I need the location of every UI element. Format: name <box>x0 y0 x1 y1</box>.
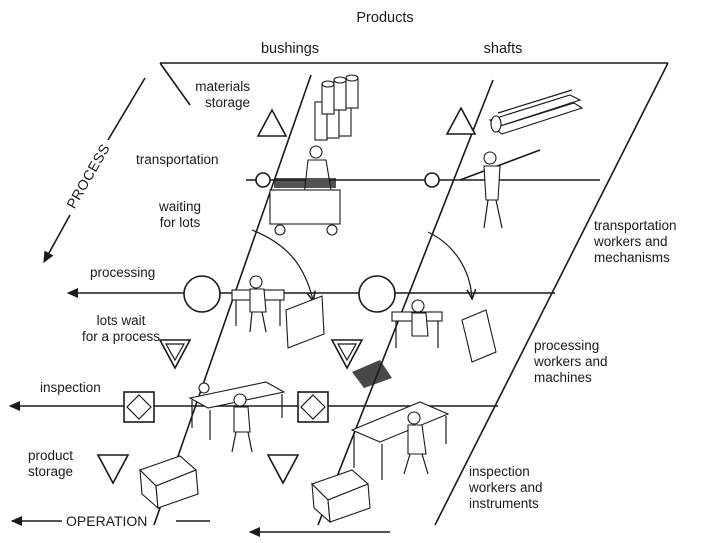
shaft-storage-box-icon <box>310 469 371 524</box>
bushings-symbols <box>96 108 288 485</box>
bushing-inspection-bench-icon <box>188 381 286 453</box>
wait-triangle-icon <box>330 339 364 370</box>
step-lots-wait: lots wait for a process <box>81 313 161 344</box>
plane-frame <box>159 62 669 526</box>
group-processing: processing workers and machines <box>534 338 608 385</box>
materials-stack-icon <box>314 74 359 141</box>
bushing-machine-icon <box>231 275 325 349</box>
wait-triangle-icon <box>158 339 192 370</box>
transport-circle-icon <box>424 172 440 188</box>
shaft-machine-icon <box>352 299 497 388</box>
product-storage-triangle-icon <box>266 454 300 485</box>
shafts-symbols <box>266 106 477 485</box>
carrier-worker-icon <box>459 149 541 229</box>
step-materials-storage: materials storage <box>195 79 250 110</box>
step-inspection: inspection <box>40 380 101 395</box>
waiting-arrows <box>251 229 472 300</box>
transport-circle-icon <box>255 172 271 188</box>
operation-axis-label: OPERATION <box>66 513 148 529</box>
operation-circle-icon <box>183 275 221 313</box>
group-transportation: transportation workers and mechanisms <box>594 218 677 265</box>
storage-triangle-icon <box>256 108 288 137</box>
operation-circle-icon <box>358 275 396 313</box>
shafts-column-label: shafts <box>483 41 523 57</box>
product-storage-triangle-icon <box>96 454 130 485</box>
group-inspection: inspection workers and instruments <box>469 464 543 511</box>
shaft-inspection-bench-icon <box>350 401 450 480</box>
step-processing: processing <box>90 265 156 280</box>
products-heading: Products <box>356 10 414 26</box>
step-product-storage: product storage <box>28 448 74 479</box>
inspection-diamond-icon <box>297 391 329 423</box>
inspection-diamond-icon <box>123 391 155 423</box>
storage-triangle-icon <box>445 106 477 135</box>
shaft-bundle-icon <box>488 89 584 135</box>
bushings-column-label: bushings <box>260 41 320 57</box>
cart-worker-icon <box>269 145 341 236</box>
bushing-storage-box-icon <box>138 455 199 510</box>
step-waiting-for-lots: waiting for lots <box>158 199 202 230</box>
process-axis-arrow <box>43 77 146 264</box>
step-transportation: transportation <box>136 152 219 167</box>
